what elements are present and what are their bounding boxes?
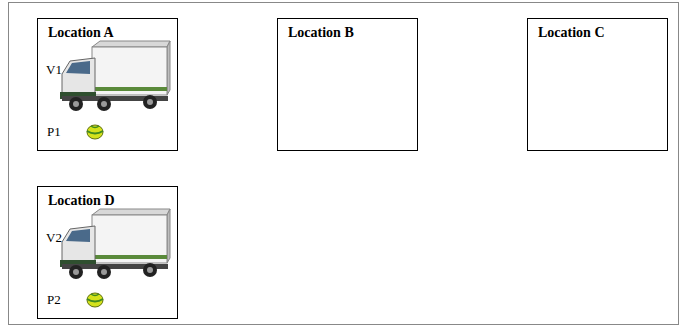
vehicle-label: V1 [46, 63, 62, 77]
location-title: Location C [538, 25, 605, 40]
location-title: Location A [48, 25, 114, 40]
location-box: Location D V2P2 [37, 186, 178, 319]
location-box: Location B [277, 18, 418, 151]
truck-icon [60, 41, 170, 111]
truck-icon [60, 209, 170, 279]
location-box: Location C [527, 18, 668, 151]
location-title: Location B [288, 25, 354, 40]
vehicle-label: V2 [46, 231, 62, 245]
location-box: Location A V1P1 [37, 18, 178, 151]
package-icon [87, 293, 103, 307]
package-label: P1 [47, 125, 61, 139]
package-label: P2 [47, 293, 61, 307]
package-icon [87, 125, 103, 139]
outer-frame [9, 3, 679, 325]
location-title: Location D [48, 193, 115, 208]
